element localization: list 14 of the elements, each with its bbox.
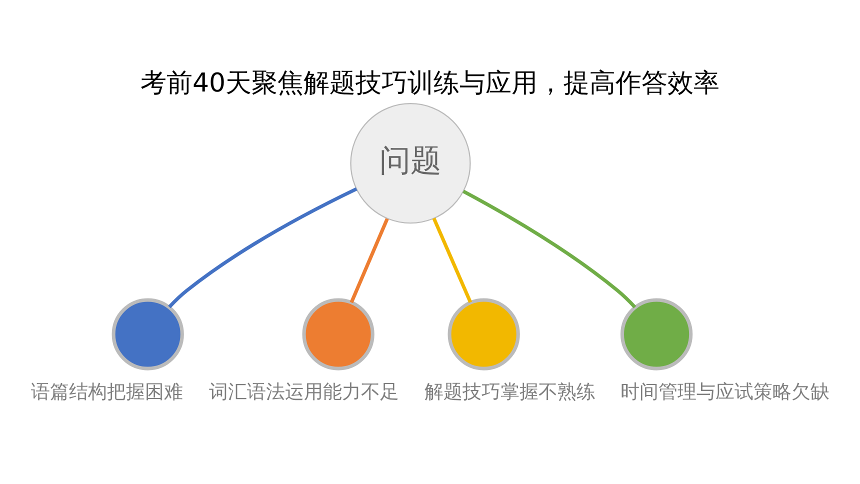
node-circle xyxy=(448,298,520,370)
node-label: 语篇结构把握困难 xyxy=(31,380,184,403)
diagram-title: 考前40天聚焦解题技巧训练与应用，提高作答效率 xyxy=(140,68,720,98)
connector xyxy=(168,187,358,308)
node-label: 时间管理与应试策略欠缺 xyxy=(620,380,830,403)
connector xyxy=(462,190,636,308)
node-circle xyxy=(302,298,374,370)
node-label: 解题技巧掌握不熟练 xyxy=(424,380,596,403)
node-label: 词汇语法运用能力不足 xyxy=(209,380,400,403)
node-circle xyxy=(112,298,184,370)
node-circle xyxy=(620,298,693,370)
node-circle: 问题 xyxy=(350,103,471,224)
connector xyxy=(350,218,389,304)
connector xyxy=(432,218,472,304)
